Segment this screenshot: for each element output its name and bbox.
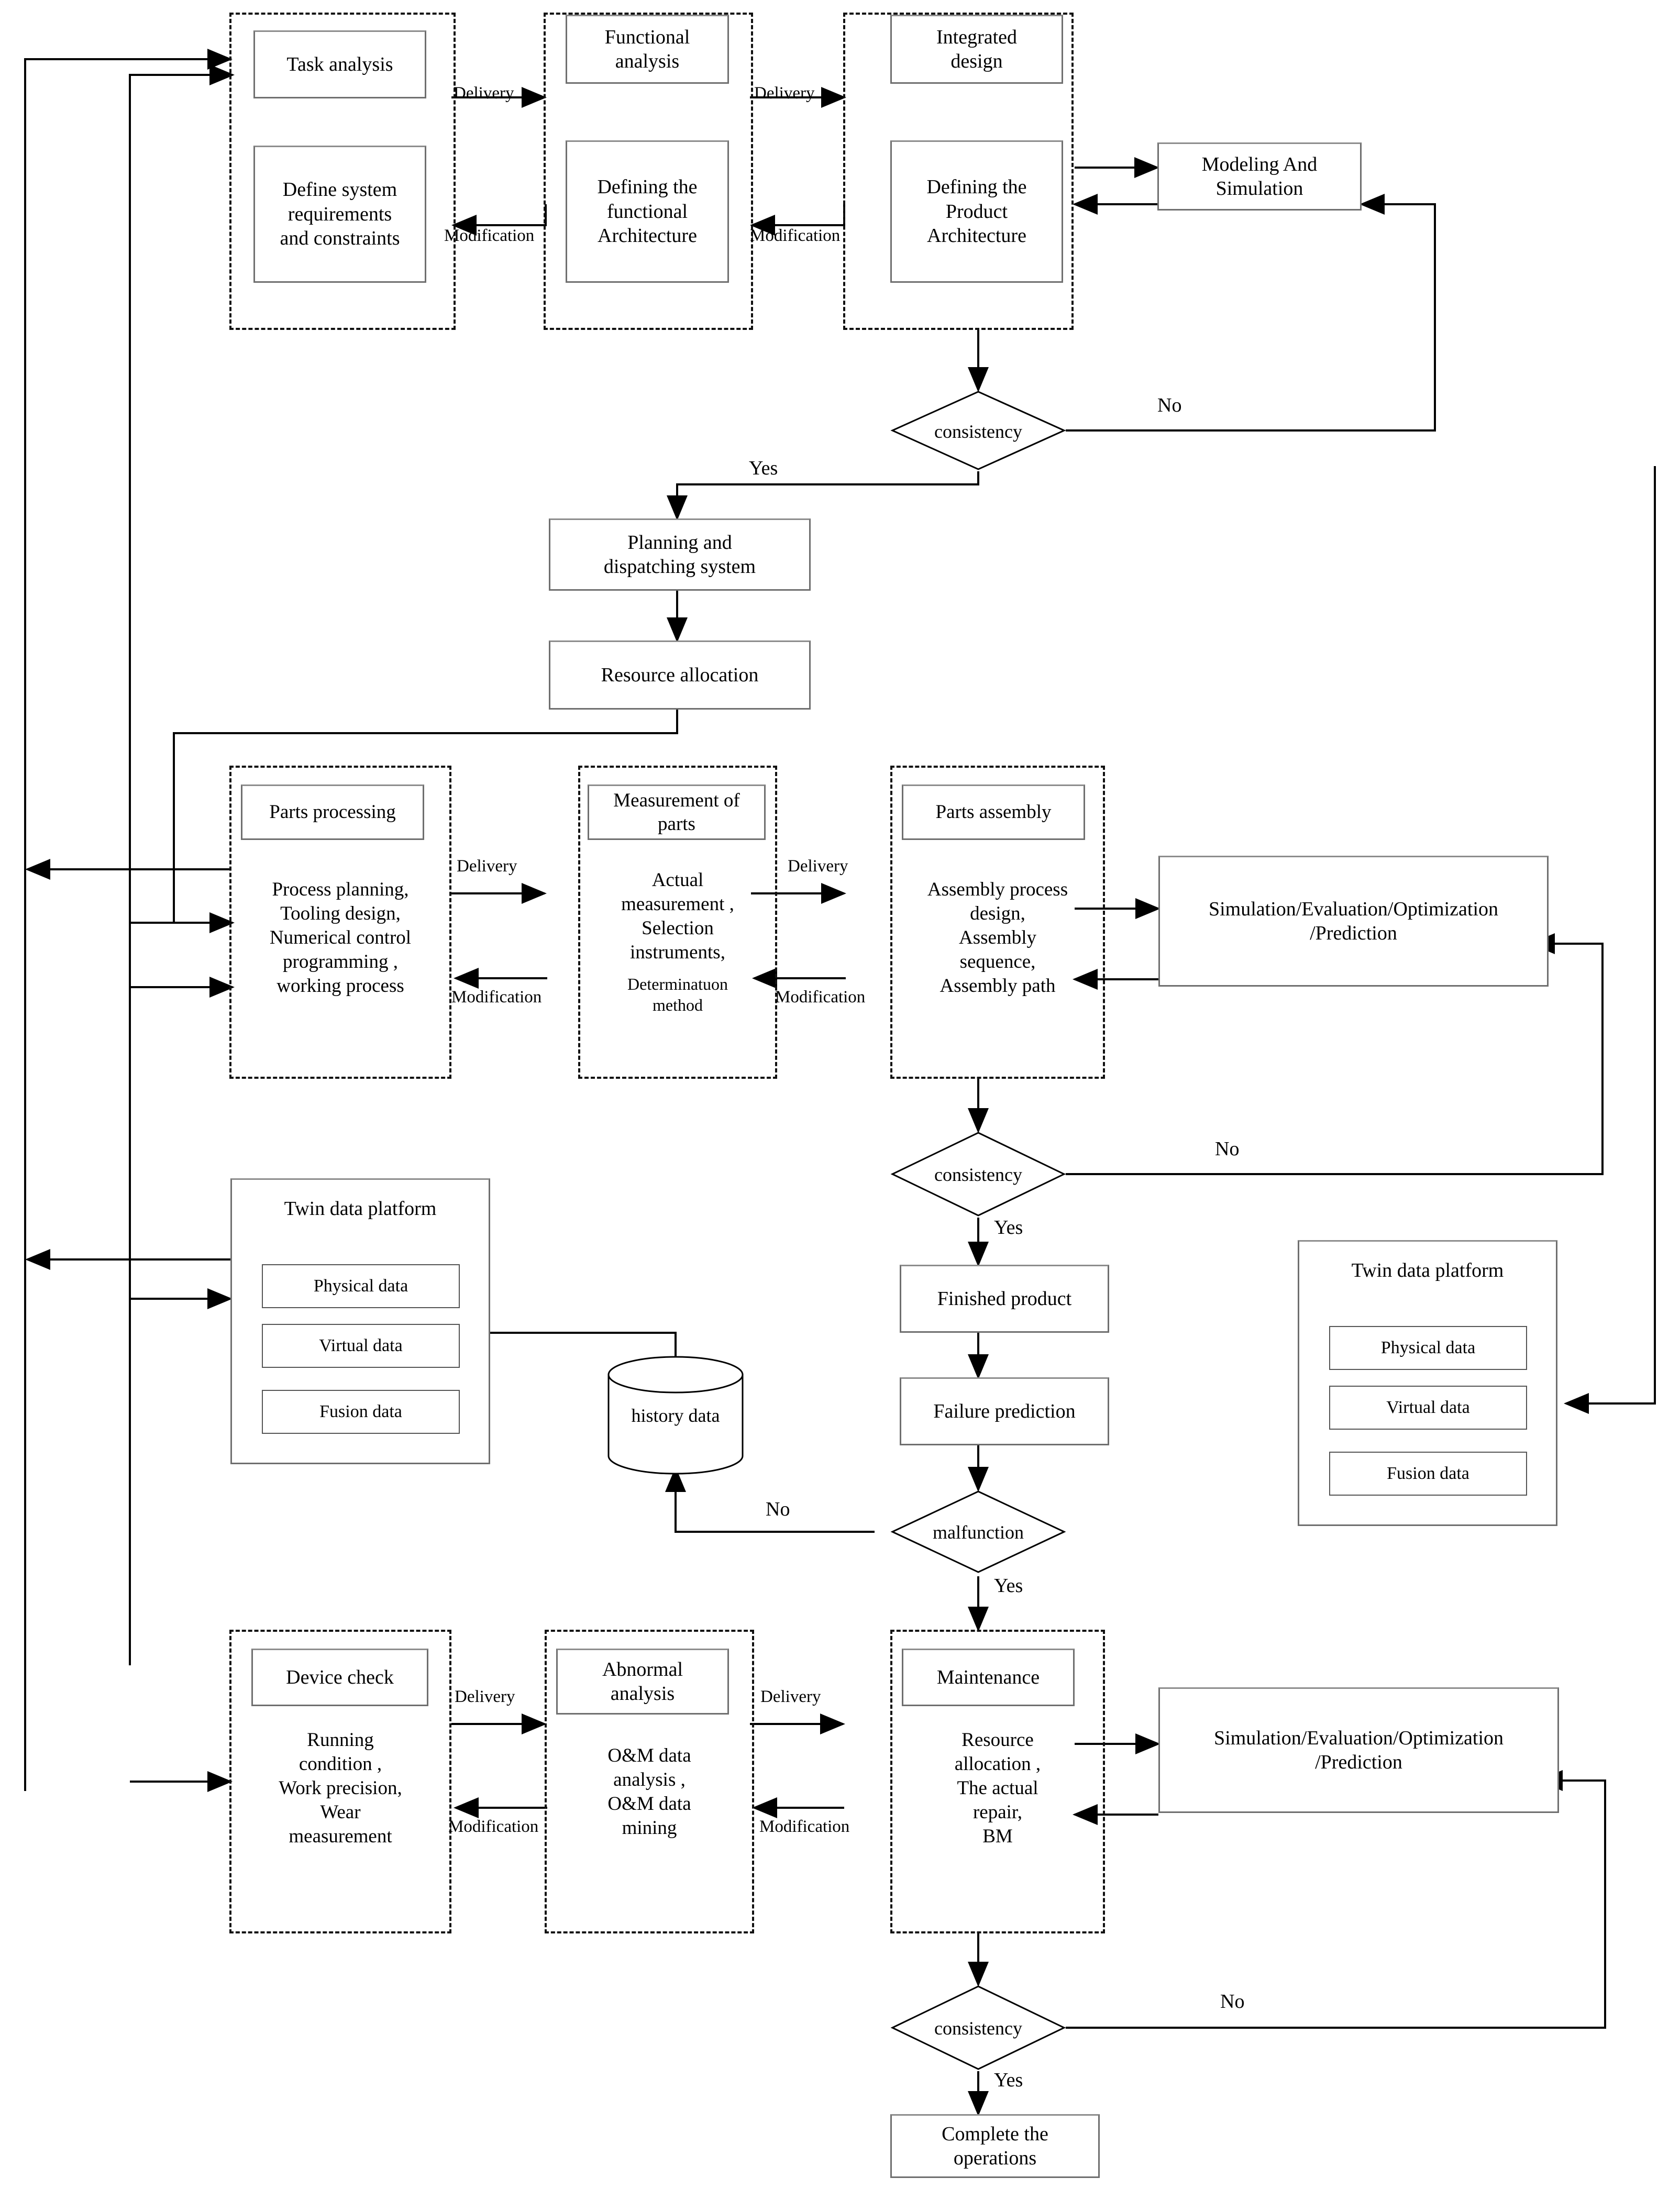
label-consistency-3: consistency bbox=[934, 2018, 1022, 2039]
text-running-condition: Running condition , Work precision, Wear… bbox=[279, 1729, 402, 1847]
node-integrated-design[interactable]: Integrated design bbox=[890, 15, 1063, 84]
diamond-malfunction bbox=[890, 1490, 1066, 1573]
edge-label-modification-p4-2: Modification bbox=[759, 1817, 850, 1836]
label-consistency-1: consistency bbox=[934, 421, 1022, 442]
node-task-analysis[interactable]: Task analysis bbox=[253, 30, 426, 98]
node-resource-allocation[interactable]: Resource allocation bbox=[549, 640, 811, 710]
text-assembly-process: Assembly process design, Assembly sequen… bbox=[927, 879, 1068, 997]
node-physical-data-left[interactable]: Physical data bbox=[262, 1264, 460, 1308]
edge-label-yes-3: Yes bbox=[994, 2069, 1023, 2091]
text-actual-measurement: Actual measurement , Selection instrumen… bbox=[621, 869, 734, 963]
edge-label-no-malfunction: No bbox=[766, 1498, 790, 1520]
edge-label-delivery-p4-1: Delivery bbox=[455, 1687, 515, 1706]
label-malfunction: malfunction bbox=[933, 1522, 1024, 1543]
edge-label-delivery-p1-2: Delivery bbox=[754, 84, 815, 103]
text-resource-allocation-repair: Resource allocation , The actual repair,… bbox=[954, 1729, 1041, 1847]
node-modeling-and-simulation[interactable]: Modeling And Simulation bbox=[1157, 142, 1362, 211]
diamond-consistency-3 bbox=[890, 1985, 1066, 2070]
label-history-data: history data bbox=[631, 1405, 720, 1426]
label-consistency-2: consistency bbox=[934, 1164, 1022, 1185]
edge-label-modification-p4-1: Modification bbox=[448, 1817, 539, 1836]
edge-label-modification-p1-2: Modification bbox=[750, 226, 841, 245]
node-physical-data-right[interactable]: Physical data bbox=[1329, 1326, 1527, 1370]
node-planning-dispatching-system[interactable]: Planning and dispatching system bbox=[549, 518, 811, 591]
node-maintenance[interactable]: Maintenance bbox=[902, 1649, 1075, 1706]
edge-label-no-2: No bbox=[1215, 1138, 1240, 1160]
node-functional-analysis[interactable]: Functional analysis bbox=[566, 15, 729, 84]
node-complete-the-operations[interactable]: Complete the operations bbox=[890, 2114, 1100, 2178]
edge-label-no-3: No bbox=[1220, 1991, 1245, 2013]
edge-label-no-1: No bbox=[1157, 394, 1182, 416]
node-define-system-requirements[interactable]: Define system requirements and constrain… bbox=[253, 146, 426, 283]
edge-label-delivery-p1-1: Delivery bbox=[454, 84, 514, 103]
node-parts-processing[interactable]: Parts processing bbox=[241, 784, 424, 840]
node-failure-prediction[interactable]: Failure prediction bbox=[900, 1377, 1109, 1445]
node-fusion-data-right[interactable]: Fusion data bbox=[1329, 1452, 1527, 1496]
node-measurement-of-parts[interactable]: Measurement of parts bbox=[588, 784, 766, 840]
node-abnormal-analysis[interactable]: Abnormal analysis bbox=[556, 1649, 729, 1715]
node-device-check[interactable]: Device check bbox=[251, 1649, 428, 1706]
diamond-consistency-1 bbox=[890, 391, 1066, 470]
label-twin-data-platform-right: Twin data platform bbox=[1351, 1259, 1504, 1281]
edge-label-yes-malfunction: Yes bbox=[994, 1575, 1023, 1597]
edge-label-delivery-p2-2: Delivery bbox=[788, 857, 848, 876]
text-process-planning: Process planning, Tooling design, Numeri… bbox=[269, 879, 412, 997]
diamond-consistency-2 bbox=[890, 1132, 1066, 1217]
node-virtual-data-right[interactable]: Virtual data bbox=[1329, 1386, 1527, 1430]
edge-label-modification-p2-2: Modification bbox=[775, 988, 866, 1007]
edge-label-delivery-p4-2: Delivery bbox=[760, 1687, 821, 1706]
history-data-cylinder bbox=[607, 1356, 744, 1475]
node-fusion-data-left[interactable]: Fusion data bbox=[262, 1390, 460, 1434]
node-simulation-evaluation-optimization-p4[interactable]: Simulation/Evaluation/Optimization /Pred… bbox=[1158, 1687, 1559, 1813]
label-twin-data-platform-left: Twin data platform bbox=[284, 1198, 437, 1220]
node-simulation-evaluation-optimization-p2[interactable]: Simulation/Evaluation/Optimization /Pred… bbox=[1158, 856, 1549, 987]
node-defining-product-architecture[interactable]: Defining the Product Architecture bbox=[890, 140, 1063, 283]
node-parts-assembly[interactable]: Parts assembly bbox=[902, 784, 1085, 840]
text-determination-method: Determinatuon method bbox=[627, 975, 728, 1014]
edge-label-yes-2: Yes bbox=[994, 1217, 1023, 1239]
node-defining-functional-architecture[interactable]: Defining the functional Architecture bbox=[566, 140, 729, 283]
edge-label-modification-p1-1: Modification bbox=[444, 226, 535, 245]
text-om-data: O&M data analysis , O&M data mining bbox=[607, 1745, 691, 1839]
edge-label-modification-p2-1: Modification bbox=[451, 988, 542, 1007]
node-finished-product[interactable]: Finished product bbox=[900, 1265, 1109, 1333]
edge-label-delivery-p2-1: Delivery bbox=[457, 857, 517, 876]
node-virtual-data-left[interactable]: Virtual data bbox=[262, 1324, 460, 1368]
edge-label-yes-1: Yes bbox=[749, 457, 778, 479]
